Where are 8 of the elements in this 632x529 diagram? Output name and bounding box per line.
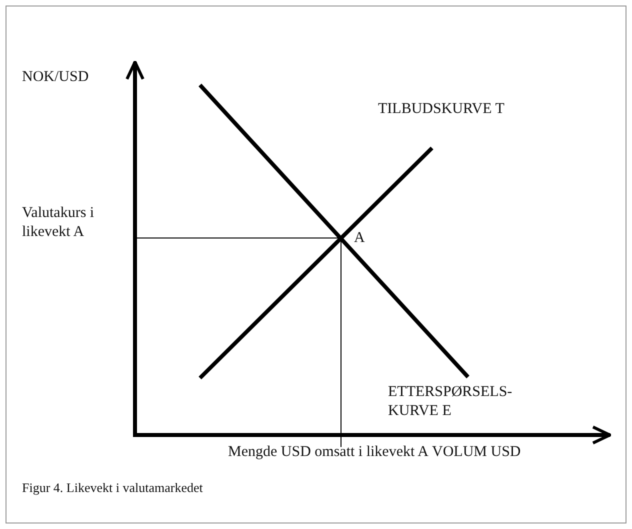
curve-label: ETTERSPØRSELS- KURVE E xyxy=(388,383,514,421)
curve-label: TILBUDSKURVE T xyxy=(378,100,504,119)
axis-value-label: Valutakurs i likevekt A xyxy=(22,204,96,242)
axis-value-label: Mengde USD omsatt i likevekt A xyxy=(228,443,428,462)
axis-label: VOLUM USD xyxy=(432,443,521,462)
figure-caption: Figur 4. Likevekt i valutamarkedet xyxy=(22,479,203,497)
point-label: A xyxy=(354,231,365,246)
axis-label: NOK/USD xyxy=(22,68,89,87)
